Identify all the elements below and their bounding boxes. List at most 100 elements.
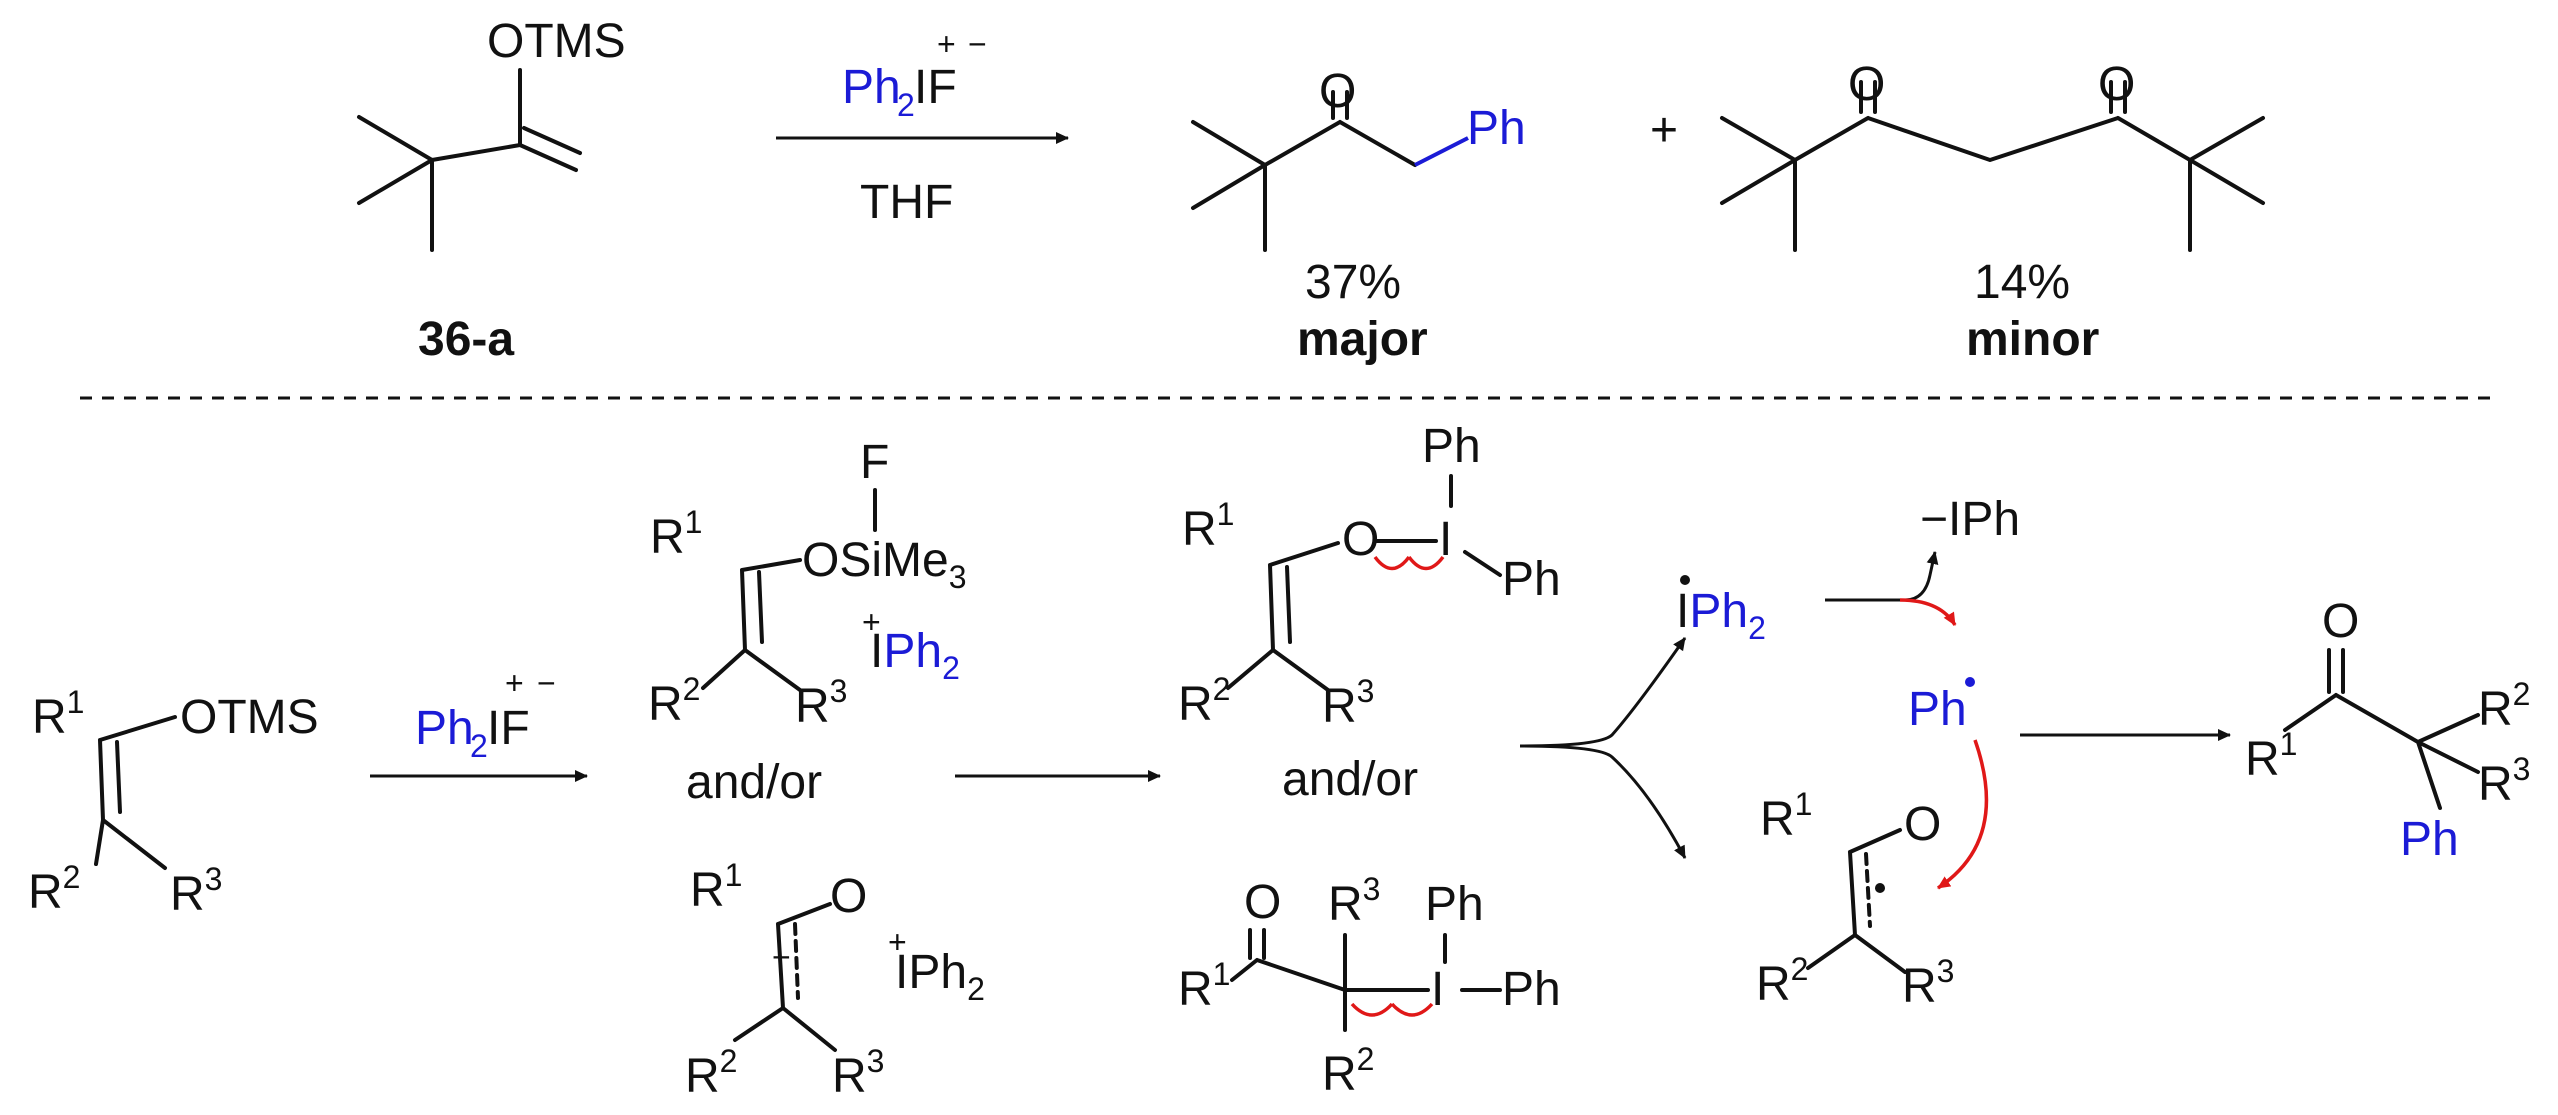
mech-enol-radical: R1 O R2 R3 [1756, 786, 1954, 1013]
mech-c-iodane-intermediate: O R1 R3 Ph I Ph R2 [1178, 871, 1561, 1101]
reactant-otms-label: OTMS [487, 15, 626, 68]
reagent-ph-text: Ph [842, 61, 901, 114]
mech-reagent-arrow-group: Ph 2 IF + − [370, 665, 588, 782]
reagent-plus-charge: + [937, 26, 956, 62]
int1-r3: R3 [795, 673, 847, 733]
prod-ph: Ph [2400, 813, 2459, 866]
reactant-label: 36-a [418, 313, 514, 366]
enolate-delocalized-bond [793, 922, 800, 1000]
int2-r2: R2 [1178, 671, 1230, 731]
phenyl-radical-dot [1965, 677, 1975, 687]
prod-skeleton [2283, 648, 2480, 810]
enrad-r3: R3 [1902, 953, 1954, 1013]
major-ph-group: Ph [1467, 102, 1526, 155]
start-r3: R3 [170, 861, 222, 921]
rad-iph2: IPh2 [1676, 585, 1766, 646]
int1-osime3: OSiMe3 [802, 534, 967, 595]
phenyl-radical-text: Ph [1908, 683, 1967, 736]
start-r1: R1 [32, 684, 84, 744]
iodobenzene-loss-text: −IPh [1920, 493, 2020, 546]
int1-f: F [860, 436, 889, 489]
enrad-o: O [1904, 798, 1941, 851]
top-major-product: O Ph 37% major [1191, 65, 1526, 366]
minor-carbonyl-o-right: O [2098, 58, 2135, 111]
prod-r1: R1 [2245, 726, 2297, 786]
int3-o: O [1244, 876, 1281, 929]
int1-r1: R1 [650, 504, 702, 564]
and-or-label-2: and/or [1282, 753, 1418, 806]
int2-r3: R3 [1322, 673, 1374, 733]
prod-r2: R2 [2478, 676, 2530, 736]
enrad-delocalized-bond [1864, 852, 1872, 928]
top-reactant-36a: OTMS 36-a [357, 15, 626, 366]
int3-ph-right: Ph [1502, 963, 1561, 1016]
int1-r2: R2 [648, 671, 700, 731]
int3-skeleton [1230, 928, 1502, 1032]
enolate-skeleton [733, 902, 837, 1052]
radical-coupling-arrow [1937, 739, 1989, 890]
mech-homolysis-split-arrow [1519, 637, 1687, 859]
mech-o-iodane-intermediate: R1 O I Ph Ph R2 R3 and/or [1178, 420, 1561, 806]
mech-starting-silyl-enol-ether: R1 OTMS R2 R3 [28, 684, 319, 921]
enolate-r2: R2 [685, 1043, 737, 1103]
split-arrow-down [1519, 744, 1687, 859]
minor-label: minor [1966, 313, 2099, 366]
enrad-skeleton [1806, 828, 1907, 974]
iodobenzene-loss-arrow [1825, 551, 1939, 602]
start-r2: R2 [28, 859, 80, 919]
reagent-minus-charge: − [968, 26, 987, 62]
int3-r3: R3 [1328, 871, 1380, 931]
int1-iph2: IPh2 [870, 625, 960, 686]
enrad-r1: R1 [1760, 786, 1812, 846]
mech-enolate-ion-pair: R1 O − R2 R3 + IPh2 [685, 857, 985, 1103]
mech-reagent-if: IF [487, 702, 530, 755]
split-arrow-up [1519, 637, 1687, 748]
minor-yield: 14% [1974, 256, 2070, 309]
int3-r2: R2 [1322, 1041, 1374, 1101]
enolate-counterion-iph2: IPh2 [895, 946, 985, 1007]
enolate-counterion-plus: + [888, 924, 907, 960]
int3-ph-top: Ph [1425, 878, 1484, 931]
int1-skeleton [701, 558, 802, 692]
mech-reagent-minus: − [537, 665, 556, 701]
start-skeleton [94, 715, 177, 870]
int2-ph-right: Ph [1502, 553, 1561, 606]
solvent-text: THF [860, 176, 953, 229]
reagent-subscript-2: 2 [897, 87, 915, 123]
int1-plus: + [862, 604, 881, 640]
enolate-r1: R1 [690, 857, 742, 917]
major-skeleton [1191, 90, 1417, 252]
int3-i: I [1431, 963, 1444, 1016]
enrad-radical-dot [1875, 883, 1885, 893]
mech-phenyl-radical: Ph [1908, 677, 1989, 890]
minor-carbonyl-o-left: O [1848, 58, 1885, 111]
major-yield: 37% [1305, 256, 1401, 309]
int2-curved-arrows [1373, 555, 1445, 571]
enolate-r3: R3 [832, 1043, 884, 1103]
and-or-label-1: and/or [686, 756, 822, 809]
prod-o: O [2322, 595, 2359, 648]
mech-reagent-sub2: 2 [470, 728, 488, 764]
int2-o: O [1342, 513, 1379, 566]
major-carbonyl-o: O [1319, 65, 1356, 118]
int3-curved-arrows [1350, 1002, 1434, 1017]
mech-reagent-plus: + [505, 665, 524, 701]
int2-skeleton [1226, 474, 1502, 692]
top-minor-product: O O 14% minor [1720, 58, 2265, 366]
minor-skeleton [1720, 80, 2265, 252]
int2-ph-top: Ph [1422, 420, 1481, 473]
int2-i: I [1439, 513, 1452, 566]
reactant-skeleton [357, 68, 582, 252]
mech-final-product: O R1 R2 R3 Ph [2245, 595, 2530, 866]
enrad-r2: R2 [1756, 951, 1808, 1011]
mech-iodanyl-radical: IPh2 −IPh [1676, 493, 2020, 646]
iodanyl-radical-dot [1680, 575, 1690, 585]
top-arrow-group: Ph 2 IF + − THF [776, 26, 1069, 229]
major-benzyl-bond [1414, 136, 1469, 167]
start-otms: OTMS [180, 691, 319, 744]
enolate-o: O [830, 870, 867, 923]
mech-reagent-ph: Ph [415, 702, 474, 755]
major-label: major [1297, 313, 1428, 366]
prod-r3: R3 [2478, 751, 2530, 811]
